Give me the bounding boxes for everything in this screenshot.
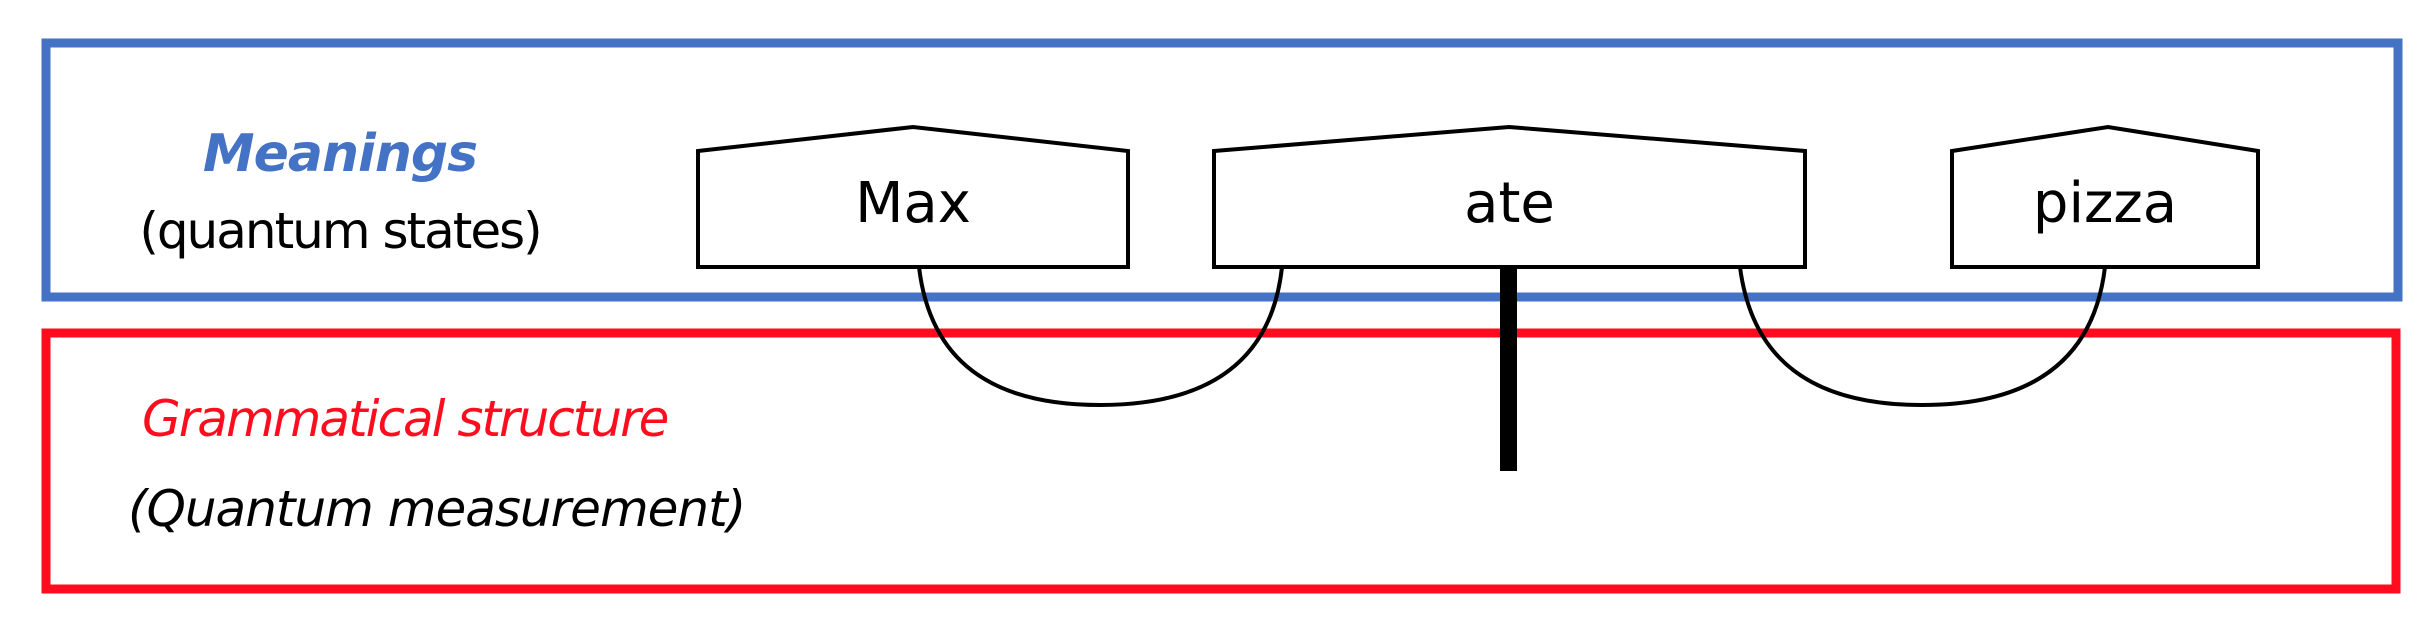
meanings-title: Meanings — [202, 124, 478, 184]
meanings-panel-border — [41, 38, 2403, 302]
meanings-subtitle: (quantum states) — [139, 202, 542, 260]
word-box-max — [696, 124, 1130, 269]
word-box-pizza — [1950, 124, 2260, 269]
word-label-ate: ate — [1464, 171, 1555, 236]
word-label-max: Max — [855, 171, 971, 236]
grammar-panel-border — [41, 328, 2401, 594]
sentence-output-wire — [1500, 267, 1517, 471]
word-box-ate — [1212, 124, 1807, 269]
cup-ate-pizza — [1738, 266, 2107, 408]
cup-max-ate — [917, 266, 1284, 408]
word-label-pizza: pizza — [2032, 171, 2178, 236]
grammar-title: Grammatical structure — [142, 390, 669, 448]
grammar-subtitle: (Quantum measurement) — [128, 480, 746, 538]
